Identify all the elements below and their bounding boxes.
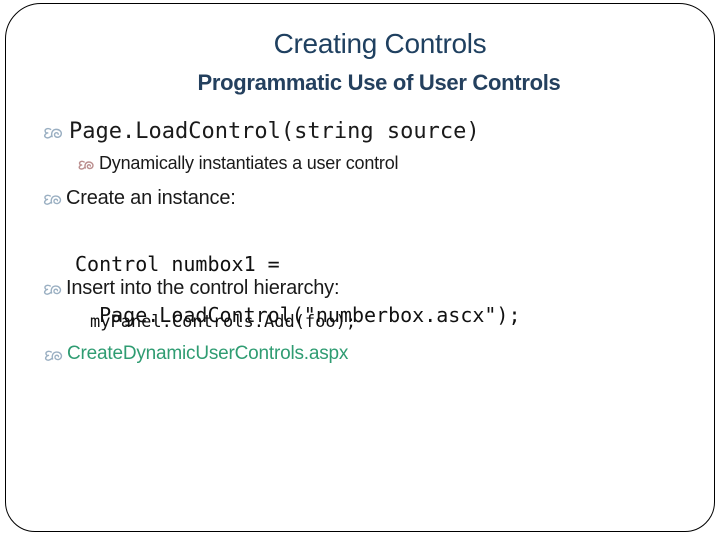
code-snippet-mypanel: myPanel.Controls.Add(foo); <box>90 312 357 332</box>
vine-bullet-icon <box>43 194 62 205</box>
vine-bullet-icon <box>43 284 62 295</box>
code-line: Page.LoadControl("numberbox.ascx"); <box>75 303 521 327</box>
vine-bullet-icon <box>44 127 63 139</box>
vine-bullet-icon <box>44 350 63 361</box>
bullet-item-create-instance: Create an instance: <box>42 187 236 210</box>
aspx-demo-link[interactable]: CreateDynamicUserControls.aspx <box>67 343 349 364</box>
slide-title: Creating Controls <box>273 28 487 59</box>
code-line: Control numbox1 = <box>75 252 280 276</box>
bullet-item-insert-hierarchy: Insert into the control hierarchy: <box>42 277 340 300</box>
sub-bullet-item-dynamically: Dynamically instantiates a user control <box>77 153 399 174</box>
sub-bullet-text: Dynamically instantiates a user control <box>99 153 399 173</box>
vine-bullet-sub-icon <box>78 160 94 170</box>
slide-subtitle: Programmatic Use of User Controls <box>197 70 561 95</box>
bullet-item-pageloadcontrol: Page.LoadControl(string source) <box>42 119 480 144</box>
code-snippet-loadcontrol: Control numbox1 = Page.LoadControl("numb… <box>75 222 521 358</box>
bullet-text: Insert into the control hierarchy: <box>66 277 340 299</box>
bullet-text: Page.LoadControl(string source) <box>69 119 480 144</box>
bullet-item-aspx-link: CreateDynamicUserControls.aspx <box>43 343 348 365</box>
bullet-text: Create an instance: <box>66 187 236 209</box>
